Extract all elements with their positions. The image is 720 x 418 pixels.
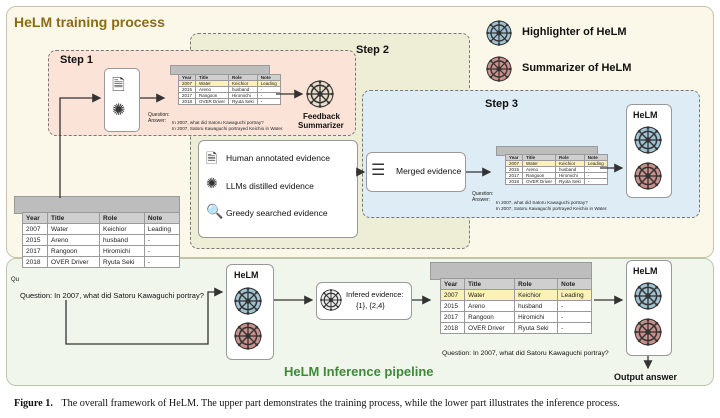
inference-question: Question: In 2007, what did Satoru Kawag… <box>442 350 609 357</box>
step3-question: Question: <box>472 191 494 197</box>
step3-answer: Answer: <box>472 197 491 203</box>
table-cell: - <box>143 256 181 268</box>
step1-llm-box <box>104 68 140 132</box>
step3-helm-label: HeLM <box>633 110 658 120</box>
summarizer-wheel-icon <box>486 56 512 82</box>
step1-label: Step 1 <box>60 54 94 66</box>
table-cell: - <box>583 178 608 185</box>
table-cell: - <box>143 245 181 257</box>
caption-text: The overall framework of HeLM. The upper… <box>61 398 620 409</box>
step3-label: Step 3 <box>485 98 519 110</box>
step1-question: Question: <box>148 112 170 118</box>
legend-highlighter-label: Highlighter of HeLM <box>522 26 627 38</box>
inference-summarizer-wheel-icon <box>234 322 262 350</box>
openai-logo-icon: ✺ <box>112 102 126 119</box>
output-highlighter-wheel-icon <box>634 282 662 310</box>
table-cell: Note <box>557 278 592 290</box>
input-question: Question: In 2007, what did Satoru Kawag… <box>20 291 204 300</box>
inferred-evidence-label: Infered evidence: <box>346 290 404 299</box>
table-cell: 2018 <box>177 98 197 105</box>
table-cell: 2018 <box>439 322 466 334</box>
table-cell: - <box>557 322 592 334</box>
step2-label: Step 2 <box>356 44 390 56</box>
stack-layers-icon: ☰ <box>371 162 386 179</box>
evidence-llm: LLMs distilled evidence <box>226 181 314 191</box>
output-summarizer-wheel-icon <box>634 318 662 346</box>
figure-caption: Figure 1. The overall framework of HeLM.… <box>14 398 620 409</box>
caption-number: Figure 1. <box>14 398 53 409</box>
output-helm-label: HeLM <box>633 266 658 276</box>
table-cell: 2018 <box>21 256 49 268</box>
legend-summarizer-label: Summarizer of HeLM <box>522 62 632 74</box>
training-title: HeLM training process <box>14 14 165 30</box>
table-cell: OVER Driver <box>522 178 557 185</box>
step3-question-text: In 2007, what did Satoru Kawaguchi portr… <box>496 200 588 205</box>
inference-helm-label: HeLM <box>234 270 259 280</box>
step3-summarizer-wheel-icon <box>634 162 662 190</box>
step1-answer-text: In 2007, Satoru Kawaguchi portrayed Keic… <box>172 126 284 131</box>
table-cell: - <box>256 98 281 105</box>
input-question-prefix-mark: Qu <box>11 277 20 283</box>
table-cell: 2018 <box>504 178 524 185</box>
output-answer-label: Output answer <box>614 372 678 382</box>
evidence-greedy: Greedy searched evidence <box>226 208 328 218</box>
highlighter-wheel-icon <box>486 20 512 46</box>
merged-evidence-box <box>366 152 466 192</box>
step1-answer: Answer: <box>148 118 167 124</box>
document-gear-icon: 🗎 <box>112 77 125 94</box>
greedy-search-icon: 🔍 <box>206 203 224 219</box>
table-cell: Ryuta Seki <box>514 322 559 334</box>
llm-evidence-icon: ✺ <box>206 175 218 191</box>
table-cell: 2015 <box>21 234 49 246</box>
inference-highlighter-wheel-icon <box>234 287 262 315</box>
human-evidence-icon: 🗎 <box>206 150 218 166</box>
feedback-summarizer-label-2: Summarizer <box>298 121 344 130</box>
table-cell: OVER Driver <box>47 256 100 268</box>
inferred-wheel-icon <box>320 289 342 311</box>
evidence-list-box <box>198 140 358 238</box>
step3-highlighter-wheel-icon <box>634 126 662 154</box>
table-cell: OVER Driver <box>195 98 230 105</box>
feedback-summarizer-wheel-icon <box>306 80 334 108</box>
inference-title: HeLM Inference pipeline <box>284 364 434 379</box>
inferred-evidence-values: {1}, {2,4} <box>356 301 385 310</box>
evidence-human: Human annotated evidence <box>226 153 330 163</box>
inference-region <box>6 258 714 386</box>
table-cell: Role <box>514 278 559 290</box>
step1-question-text: In 2007, what did Satoru Kawaguchi portr… <box>172 120 264 125</box>
table-cell: Water <box>464 289 516 301</box>
merged-evidence-label: Merged evidence <box>396 166 462 176</box>
table-cell: Year <box>439 278 466 290</box>
feedback-summarizer-label-1: Feedback <box>303 112 340 121</box>
step3-answer-text: In 2007, Satoru Kawaguchi portrayed Keic… <box>496 206 608 211</box>
